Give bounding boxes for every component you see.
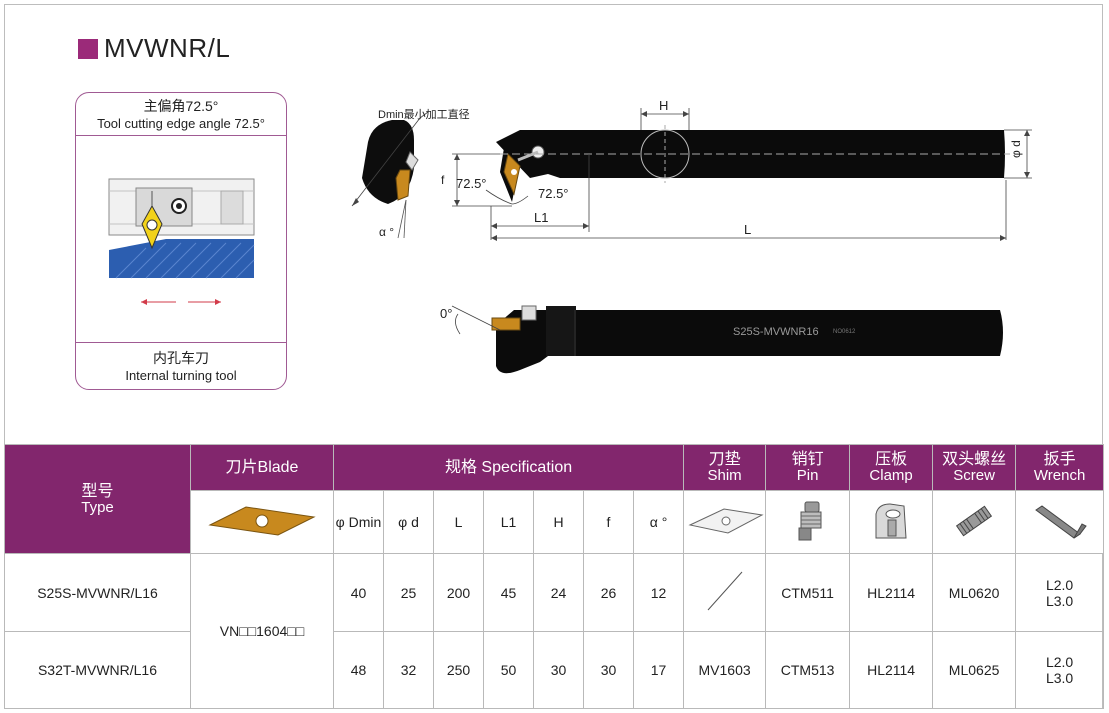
row1-type: S25S-MVWNR/L16: [4, 553, 191, 632]
row1-l: 200: [433, 553, 484, 632]
tool-type-cn: 内孔车刀: [153, 350, 209, 366]
clamp-icon: [875, 502, 907, 538]
bar-small-marking: NO0612: [833, 329, 856, 335]
col-h: H: [533, 490, 584, 554]
angle-right: 72.5°: [538, 186, 569, 201]
row2-l1: 50: [483, 631, 534, 709]
pin-icon: [798, 501, 822, 540]
bar-marking: S25S-MVWNR16: [733, 326, 819, 338]
card-header: 主偏角72.5° Tool cutting edge angle 72.5°: [76, 93, 286, 136]
boring-bar-side: [451, 305, 1003, 374]
row2-l: 250: [433, 631, 484, 709]
row2-d: 32: [383, 631, 434, 709]
dim-phi-d: φ d: [1009, 140, 1023, 158]
row2-shim: MV1603: [683, 631, 767, 709]
wrench-icon: [1034, 504, 1087, 539]
title-text: MVWNR/L: [104, 33, 231, 63]
tool-type-en: Internal turning tool: [125, 368, 237, 383]
row1-pin: CTM511: [765, 553, 851, 632]
page-title: MVWNR/L: [78, 33, 230, 64]
row1-alpha: 12: [632, 553, 685, 632]
row1-l1: 45: [483, 553, 534, 632]
row2-dmin: 48: [333, 631, 384, 709]
clamp-image: [849, 490, 934, 554]
col-alpha: α °: [632, 490, 685, 554]
dim-l: L: [744, 222, 751, 237]
blade-code: VN□□1604□□: [190, 553, 334, 709]
not-applicable-slash: [707, 571, 742, 611]
angle-card: 主偏角72.5° Tool cutting edge angle 72.5° 内: [75, 92, 287, 390]
col-l1: L1: [483, 490, 534, 554]
row1-f: 26: [583, 553, 634, 632]
page-frame: [4, 4, 1103, 709]
dim-l1: L1: [534, 210, 548, 225]
card-footer: 内孔车刀 Internal turning tool: [76, 342, 286, 389]
row2-alpha: 17: [632, 631, 685, 709]
end-view: Dmin最小加工直径 α °: [351, 107, 470, 239]
alpha-label: α °: [379, 225, 394, 239]
row1-screw: ML0620: [932, 553, 1017, 632]
row2-clamp: HL2114: [849, 631, 934, 709]
shim-icon: [688, 507, 764, 534]
blade-image: [190, 490, 334, 554]
row1-clamp: HL2114: [849, 553, 934, 632]
blade-header: 刀片Blade: [190, 444, 334, 491]
row1-h: 24: [533, 553, 584, 632]
zero-degree: 0°: [440, 306, 452, 321]
shim-image: [683, 490, 767, 554]
col-f: f: [583, 490, 634, 554]
spec-header: 规格 Specification: [332, 444, 685, 491]
screw-icon: [956, 505, 993, 536]
angle-label-en: Tool cutting edge angle 72.5°: [97, 116, 265, 131]
row1-dmin: 40: [333, 553, 384, 632]
technical-drawing: Dmin最小加工直径 α ° H φ d f 72: [351, 98, 1032, 374]
pin-image: [765, 490, 851, 554]
row1-d: 25: [383, 553, 434, 632]
row2-screw: ML0625: [932, 631, 1017, 709]
screw-image: [932, 490, 1017, 554]
row1-shim: [683, 553, 767, 632]
row2-f: 30: [583, 631, 634, 709]
col-dmin: φ Dmin: [333, 490, 384, 554]
angle-left: 72.5°: [456, 176, 487, 191]
title-marker: [78, 38, 98, 59]
angle-label-cn: 主偏角72.5°: [143, 98, 219, 114]
dim-f: f: [441, 173, 445, 187]
boring-bar-top: [496, 125, 1010, 202]
row2-pin: CTM513: [765, 631, 851, 709]
dim-h: H: [659, 98, 668, 113]
row2-type: S32T-MVWNR/L16: [4, 631, 191, 709]
cutting-illustration: [108, 178, 255, 305]
col-l: L: [433, 490, 484, 554]
dmin-label: Dmin最小加工直径: [378, 107, 470, 121]
col-d: φ d: [383, 490, 434, 554]
insert-icon: [208, 505, 316, 536]
row2-h: 30: [533, 631, 584, 709]
wrench-image: [1015, 490, 1105, 554]
